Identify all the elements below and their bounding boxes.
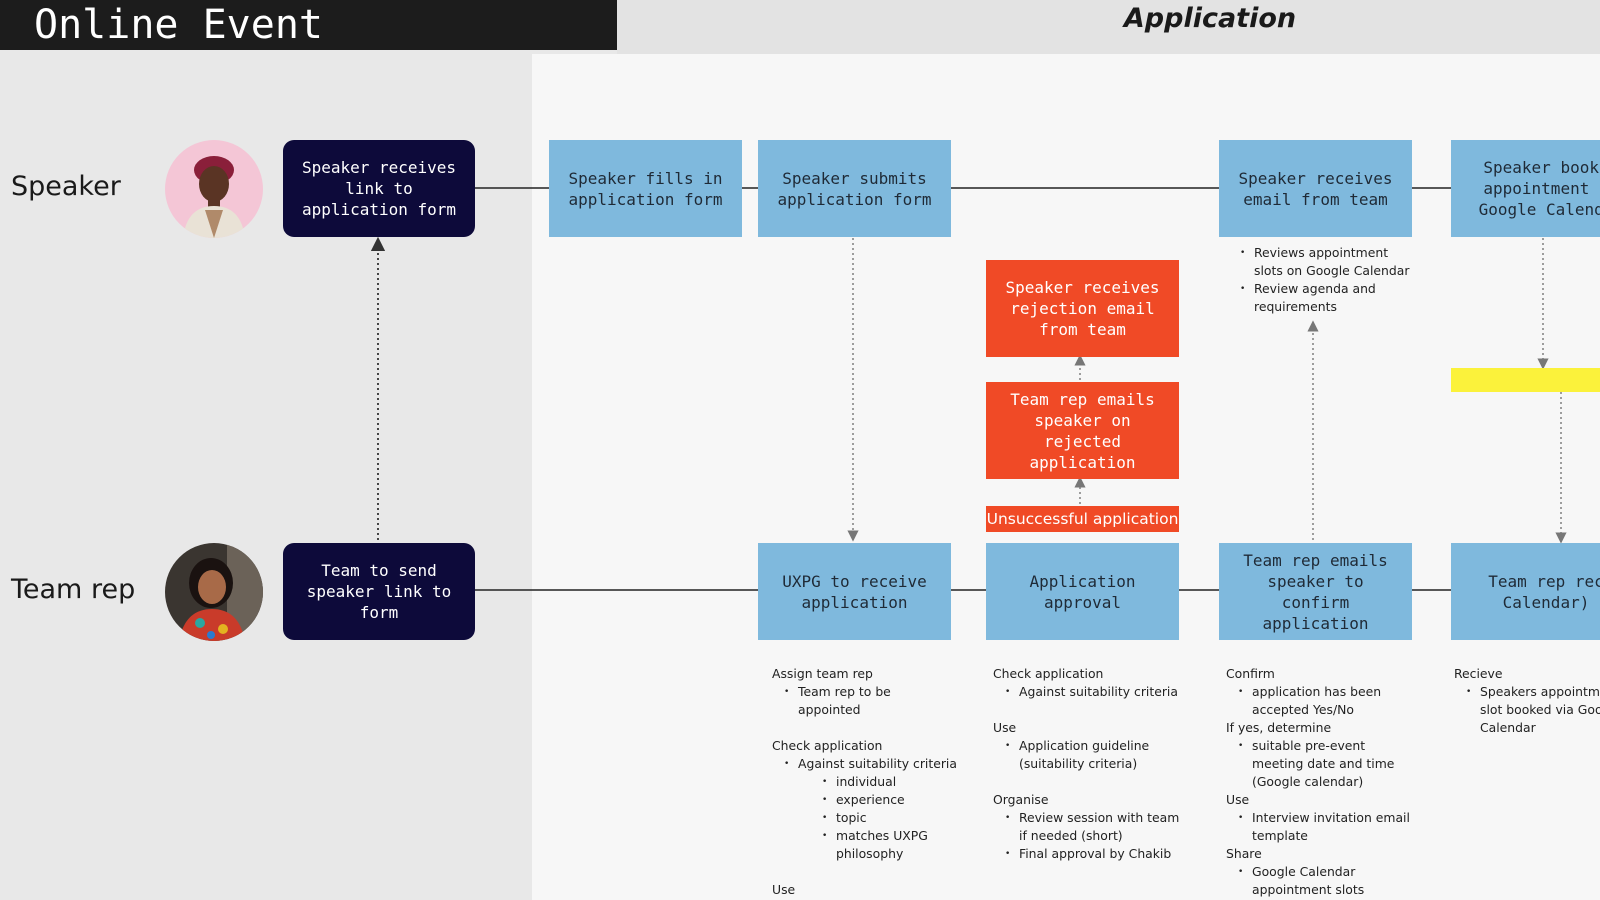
note-line: meeting date and time [1252, 756, 1395, 771]
team-rep-avatar [165, 543, 263, 641]
note-line: topic [772, 809, 972, 827]
note-heading: Use [1226, 792, 1250, 807]
note-line: suitable pre-event [1226, 737, 1426, 755]
note-heading: Recieve [1454, 666, 1503, 681]
note-line: application has been [1226, 683, 1426, 701]
note-line: accepted Yes/No [1252, 702, 1355, 717]
speaker-books-appointment-box: Speaker books appointment o Google Calen… [1451, 140, 1600, 237]
notes-confirm: Confirm application has been accepted Ye… [1226, 665, 1426, 899]
note-line: individual [772, 773, 972, 791]
note-line: experience [772, 791, 972, 809]
note-heading: Check application [993, 666, 1104, 681]
note-line: philosophy [836, 846, 904, 861]
note-line: template [1252, 828, 1308, 843]
calendar-highlight-bar [1451, 368, 1600, 392]
speaker-fills-form-box: Speaker fills in application form [549, 140, 742, 237]
speaker-receives-rejection-box: Speaker receives rejection email from te… [986, 260, 1179, 357]
team-rep-receive-box: Team rep rec Calendar) [1451, 543, 1600, 640]
note-line: appointed [798, 702, 861, 717]
note-heading: Share [1226, 846, 1262, 861]
uxpg-receive-box: UXPG to receive application [758, 543, 951, 640]
speaker-receives-email-box: Speaker receives email from team [1219, 140, 1412, 237]
team-send-link-box: Team to send speaker link to form [283, 543, 475, 640]
notes-speaker-email: Reviews appointment slots on Google Cale… [1228, 244, 1428, 316]
note-line: Application guideline [993, 737, 1193, 755]
note-line: Against suitability criteria [993, 683, 1193, 701]
note-line: Review agenda and [1228, 280, 1428, 298]
note-line: Final approval by Chakib [993, 845, 1193, 863]
note-line: (suitability criteria) [1019, 756, 1138, 771]
page-title: Online Event [0, 0, 617, 50]
speaker-avatar [165, 140, 263, 238]
notes-receive: Recieve Speakers appointme slot booked v… [1454, 665, 1600, 737]
notes-uxpg: Assign team rep Team rep to be appointed… [772, 665, 972, 899]
note-line: slot booked via Goog [1480, 702, 1600, 717]
lane-label-speaker: Speaker [11, 171, 121, 202]
note-line: Calendar [1480, 720, 1536, 735]
note-line: Interview invitation email [1226, 809, 1426, 827]
speaker-receives-link-box: Speaker receives link to application for… [283, 140, 475, 237]
note-line: Team rep to be [772, 683, 972, 701]
note-heading: Organise [993, 792, 1049, 807]
phase-header-strip [617, 0, 1600, 54]
note-line: appointment slots [1252, 882, 1365, 897]
lane-label-team-rep: Team rep [11, 574, 136, 605]
team-rep-emails-confirm-box: Team rep emails speaker to confirm appli… [1219, 543, 1412, 640]
note-line: slots on Google Calendar [1254, 263, 1410, 278]
note-line: Google Calendar [1226, 863, 1426, 881]
note-line: if needed (short) [1019, 828, 1123, 843]
application-approval-box: Application approval [986, 543, 1179, 640]
note-heading: If yes, determine [1226, 720, 1332, 735]
note-line: requirements [1254, 299, 1337, 314]
speaker-submits-form-box: Speaker submits application form [758, 140, 951, 237]
note-heading: Check application [772, 738, 883, 753]
note-heading: Use [772, 882, 796, 897]
unsuccessful-application-tag: Unsuccessful application [986, 506, 1179, 532]
notes-approval: Check application Against suitability cr… [993, 665, 1193, 863]
note-line: Against suitability criteria [772, 755, 972, 773]
note-heading: Confirm [1226, 666, 1275, 681]
note-line: matches UXPG [772, 827, 972, 845]
team-rep-emails-rejected-box: Team rep emails speaker on rejected appl… [986, 382, 1179, 479]
note-line: Review session with team [993, 809, 1193, 827]
note-line: Speakers appointme [1454, 683, 1600, 701]
note-heading: Assign team rep [772, 666, 873, 681]
note-line: Reviews appointment [1228, 244, 1428, 262]
phase-title: Application [1123, 3, 1297, 34]
note-line: (Google calendar) [1252, 774, 1364, 789]
note-heading: Use [993, 720, 1017, 735]
